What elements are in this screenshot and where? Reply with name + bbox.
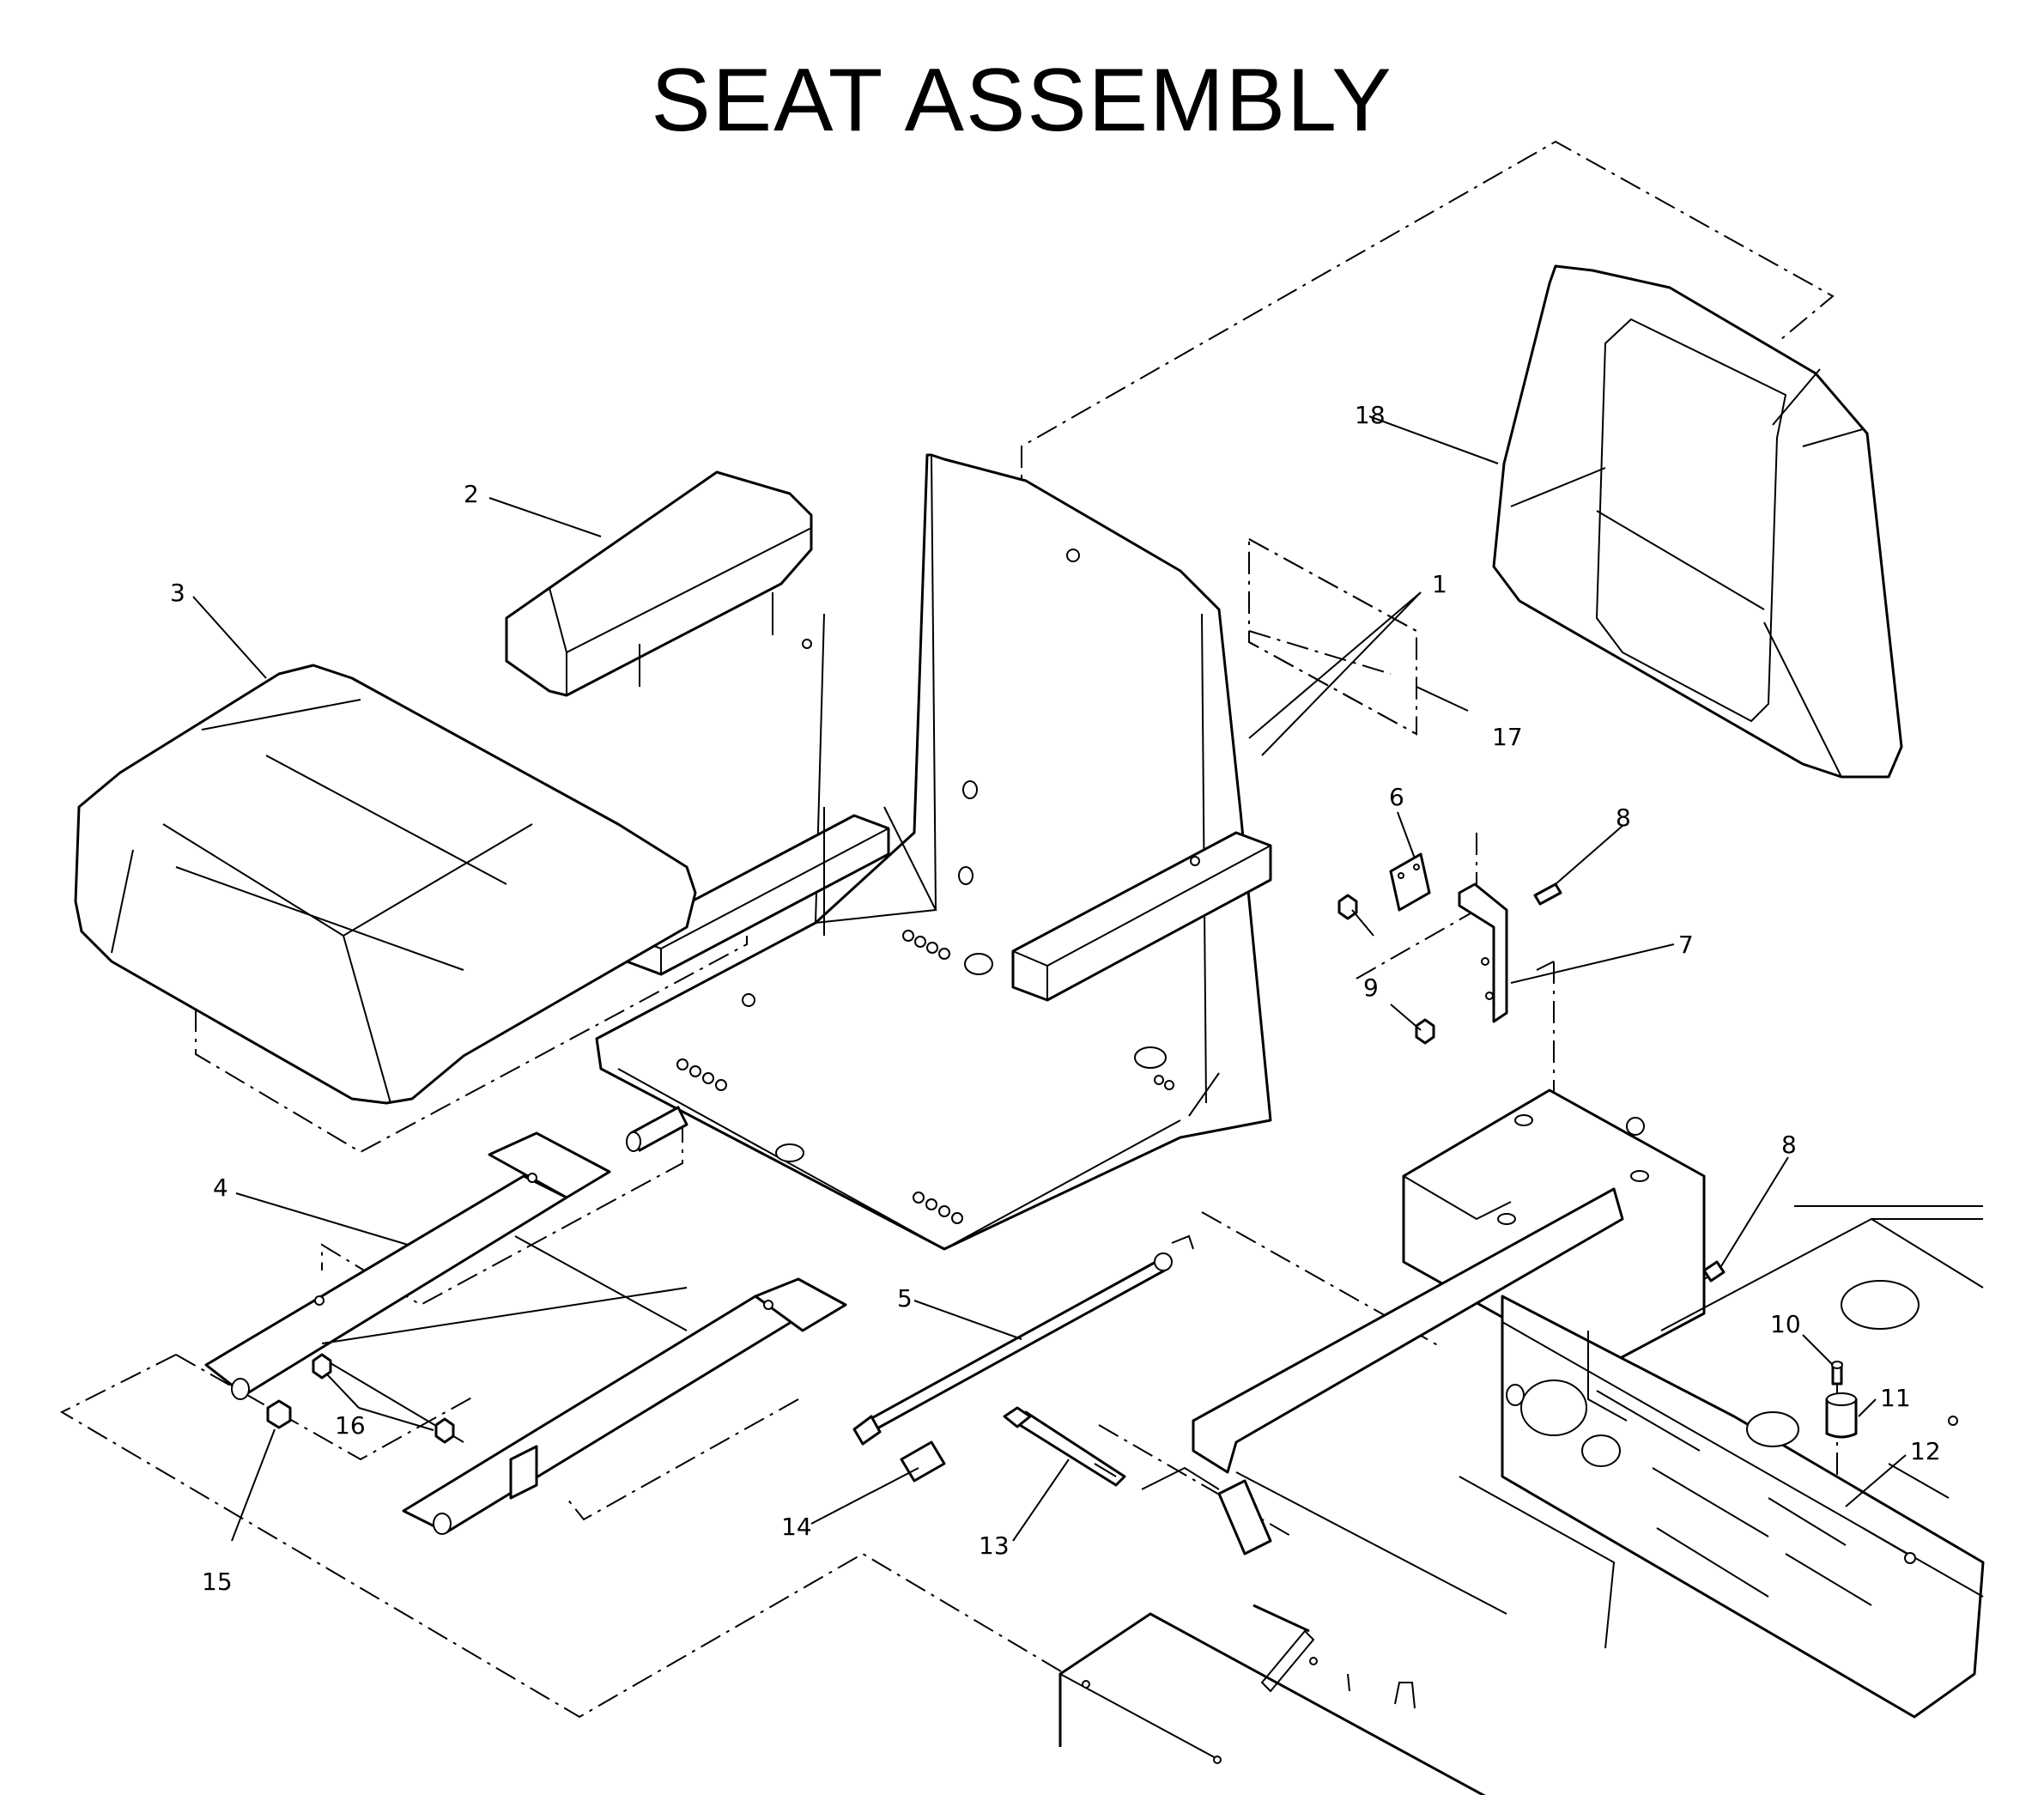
callout-6: 6 — [1389, 783, 1404, 811]
callout-2: 2 — [464, 480, 479, 508]
callout-8a: 8 — [1616, 804, 1631, 832]
callout-9: 9 — [1363, 973, 1379, 1002]
callout-12: 12 — [1910, 1437, 1941, 1465]
seat-cushion — [74, 664, 697, 1105]
callout-11: 11 — [1880, 1384, 1911, 1412]
seat-rod — [852, 1234, 1194, 1483]
callout-1: 1 — [1432, 570, 1447, 598]
callout-8b: 8 — [1781, 1131, 1797, 1159]
seat-switch-bracket — [1337, 852, 1726, 1314]
callout-5: 5 — [897, 1284, 913, 1313]
callout-7: 7 — [1678, 931, 1694, 959]
long-bolt — [1003, 1406, 1126, 1487]
callout-16: 16 — [335, 1411, 366, 1440]
callout-labels: 1 2 3 4 5 6 7 8 8 9 10 11 12 13 14 15 16… — [170, 401, 1941, 1596]
seat-back-cushion — [1492, 264, 1903, 779]
callout-17: 17 — [1492, 723, 1523, 751]
seat-pan — [595, 453, 1272, 1251]
callout-13: 13 — [979, 1531, 1010, 1560]
seat-slide-rails — [204, 1131, 847, 1535]
page-title: SEAT ASSEMBLY — [651, 51, 1393, 150]
callout-10: 10 — [1770, 1310, 1801, 1338]
callout-15: 15 — [202, 1568, 233, 1596]
callout-18: 18 — [1355, 401, 1386, 429]
callout-3: 3 — [170, 579, 185, 607]
nuts — [266, 1353, 455, 1444]
callout-14: 14 — [781, 1513, 812, 1541]
backing-plate — [1248, 537, 1417, 736]
mower-frame — [1058, 1089, 1985, 1795]
leader-lines — [192, 415, 1907, 1542]
callout-4: 4 — [213, 1173, 228, 1202]
